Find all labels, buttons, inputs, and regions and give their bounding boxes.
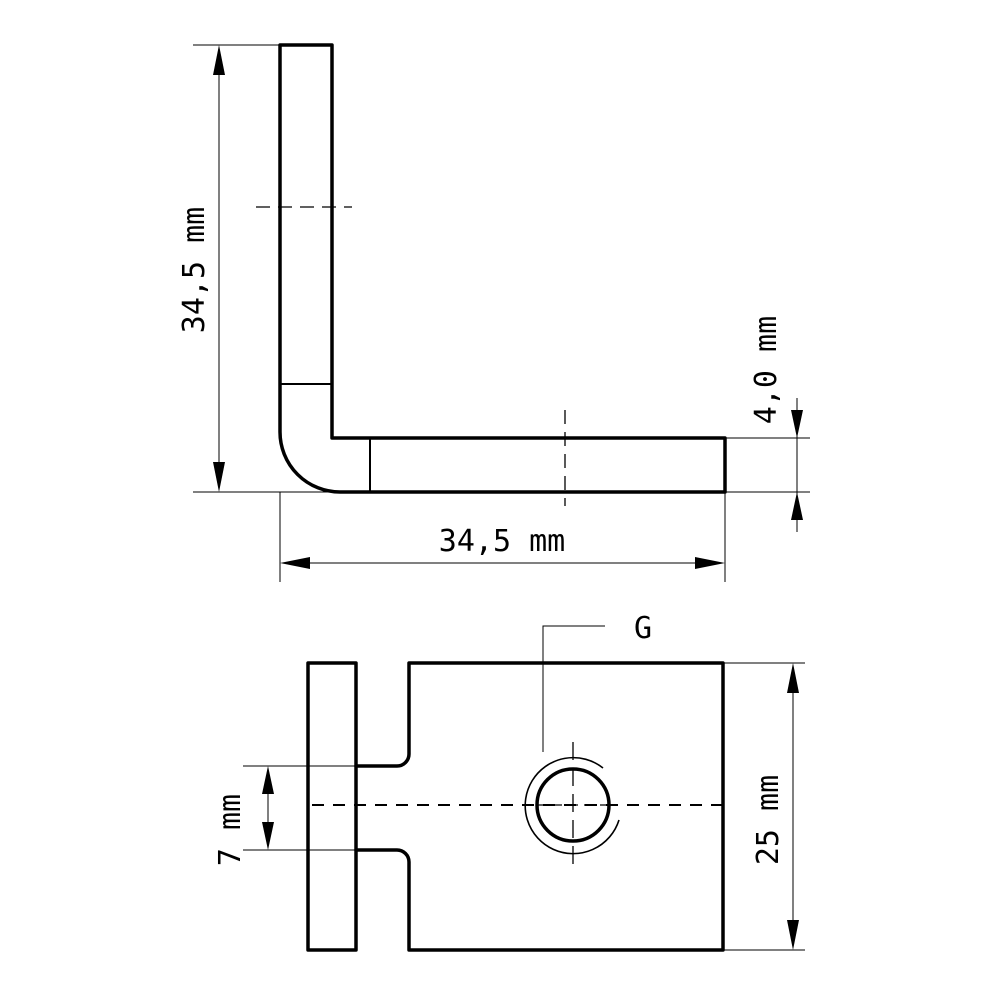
dim-label-thickness: 4,0 mm: [749, 316, 784, 424]
dim-arrow-thickness-top: [791, 410, 803, 438]
plate-left-tab: [306, 661, 358, 952]
dim-arrow-width-left: [280, 557, 310, 569]
bracket-profile-outline: [278, 43, 727, 494]
dim-arrow-height-bottom: [213, 462, 225, 492]
thread-label: G: [634, 611, 652, 646]
plate-main-body: [354, 661, 725, 952]
dim-label-width: 34,5 mm: [439, 524, 565, 559]
dim-arrow-thickness-bottom: [791, 492, 803, 520]
dim-arrow-width-right: [695, 557, 725, 569]
dim-label-slot: 7 mm: [213, 794, 248, 866]
dim-arrow-plate-bottom: [787, 920, 799, 950]
dim-arrow-height-top: [213, 45, 225, 75]
dim-arrow-slot-bottom: [262, 822, 274, 850]
dim-label-plate-height: 25 mm: [751, 775, 786, 865]
dim-label-height: 34,5 mm: [177, 207, 212, 333]
side-view: 34,5 mm 34,5 mm 4,0 mm: [177, 43, 810, 582]
front-view: G 7 mm 25 mm: [213, 611, 805, 952]
dim-arrow-plate-top: [787, 663, 799, 693]
thread-leader: [542, 625, 605, 752]
dim-arrow-slot-top: [262, 766, 274, 794]
thread-arc: [524, 756, 620, 855]
